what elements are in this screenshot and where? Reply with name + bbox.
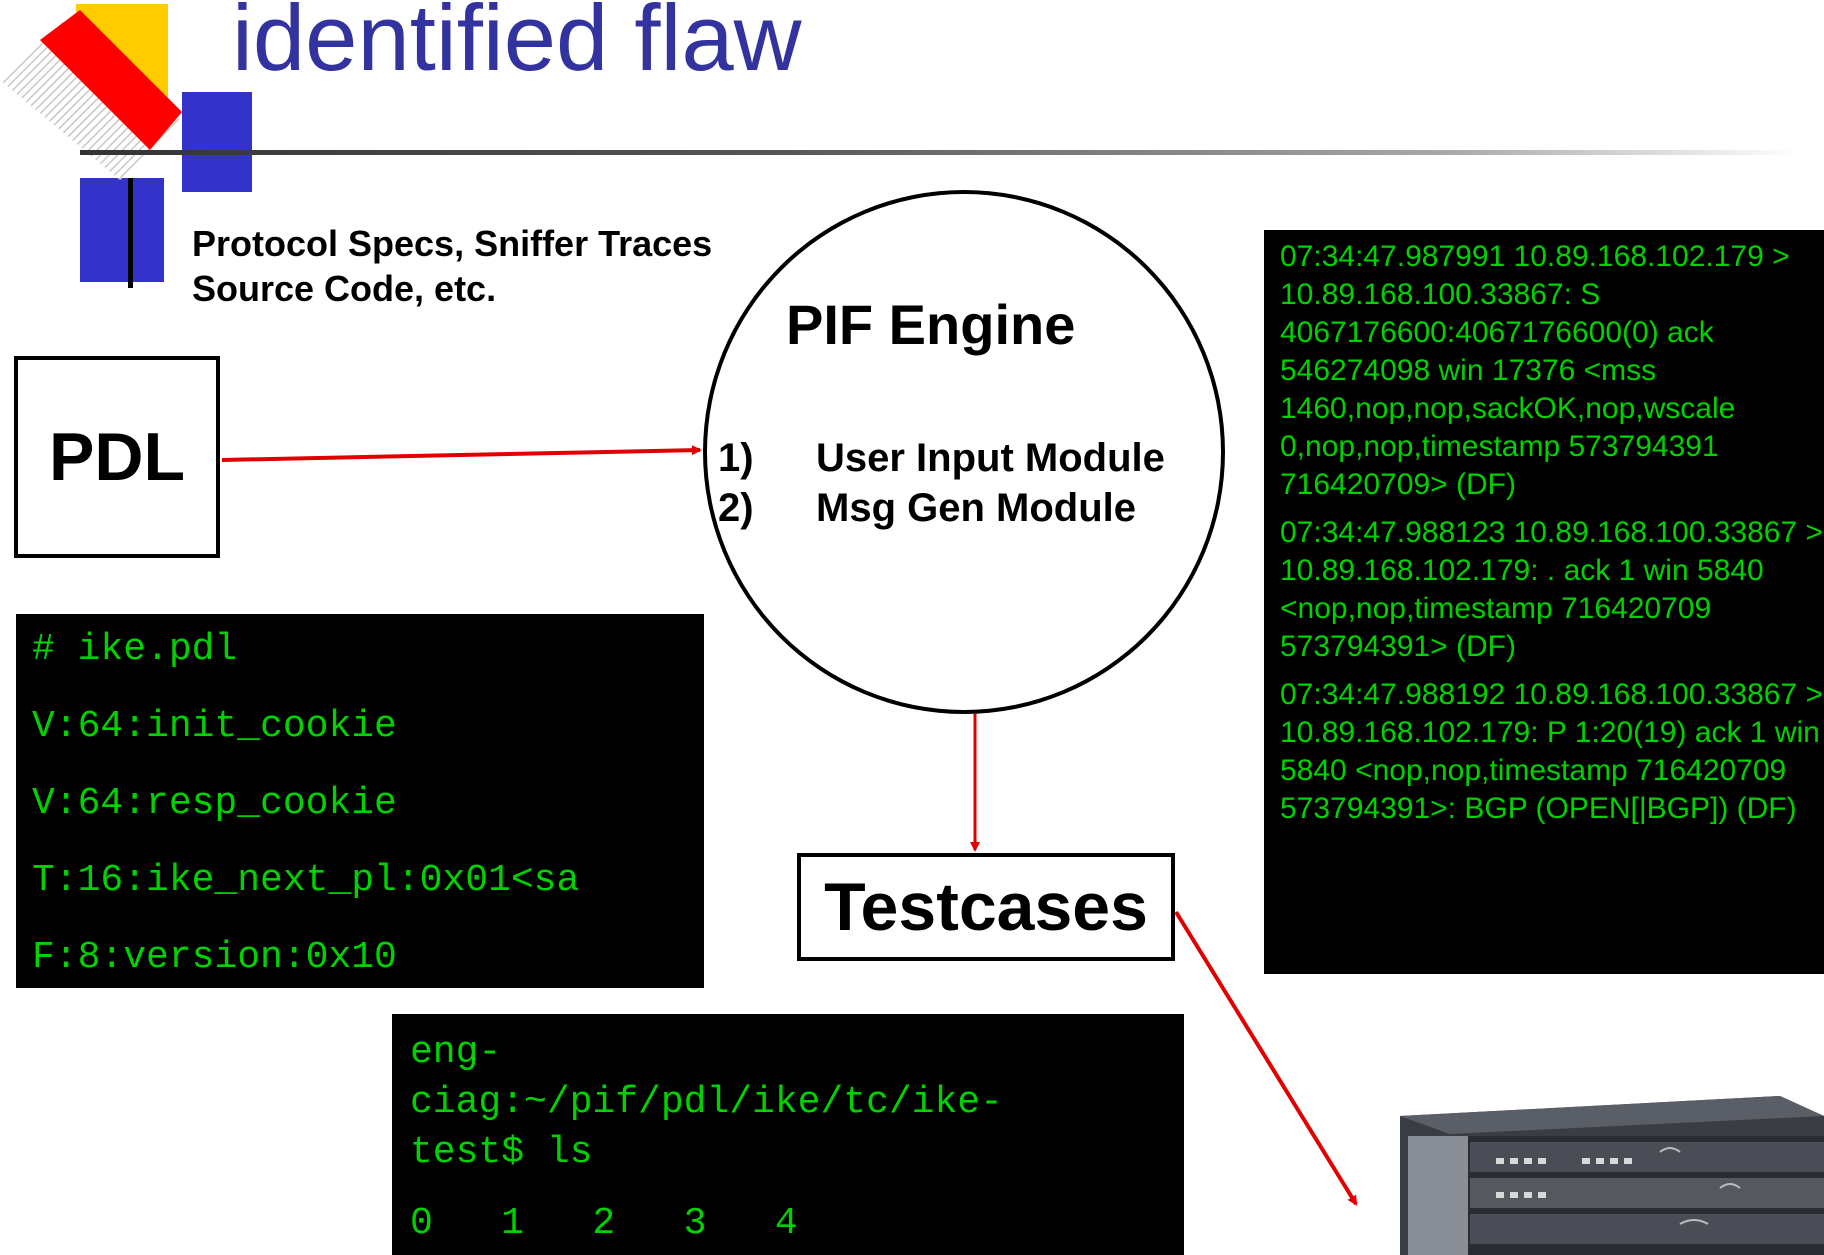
testcases-box: Testcases bbox=[797, 853, 1175, 961]
shell-prompt-line: test$ ls bbox=[410, 1131, 593, 1174]
inputs-note-line-2: Source Code, etc. bbox=[192, 268, 497, 309]
pdl-code-line: # ike.pdl bbox=[32, 628, 238, 671]
module-number-1: 1) bbox=[718, 436, 754, 480]
pdl-code-terminal: # ike.pdl V:64:init_cookie V:64:resp_coo… bbox=[16, 614, 704, 988]
shell-prompt-line: ciag:~/pif/pdl/ike/tc/ike- bbox=[410, 1081, 1003, 1124]
pdl-code-line: V:64:init_cookie bbox=[32, 705, 397, 748]
module-label-msg-gen: Msg Gen Module bbox=[816, 486, 1136, 530]
inputs-note-line-1: Protocol Specs, Sniffer Traces bbox=[192, 223, 713, 264]
arrow-pdl-to-engine bbox=[221, 445, 702, 462]
slide-template-logo-icon bbox=[0, 4, 252, 288]
module-label-user-input: User Input Module bbox=[816, 436, 1165, 480]
pif-engine-circle bbox=[703, 190, 1225, 714]
sniffer-trace-terminal: 07:34:47.987991 10.89.168.102.179 > 10.8… bbox=[1264, 230, 1824, 974]
module-number-2: 2) bbox=[718, 486, 754, 530]
shell-ls-output: 0 1 2 3 4 bbox=[410, 1202, 798, 1245]
shell-prompt-line: eng- bbox=[410, 1031, 502, 1074]
pdl-code-line: F:8:version:0x10 bbox=[32, 936, 397, 979]
network-router-icon bbox=[1400, 1096, 1824, 1255]
title-divider bbox=[80, 150, 1800, 155]
trace-entry: 07:34:47.988192 10.89.168.100.33867 > 10… bbox=[1280, 678, 1824, 825]
trace-entry: 07:34:47.988123 10.89.168.100.33867 > 10… bbox=[1280, 516, 1824, 663]
slide-title: identified flaw bbox=[232, 0, 802, 90]
pdl-code-line: T:16:ike_next_pl:0x01<sa bbox=[32, 859, 580, 902]
pdl-code-line: V:64:resp_cookie bbox=[32, 782, 397, 825]
pif-engine-title: PIF Engine bbox=[786, 293, 1076, 356]
shell-terminal: eng- ciag:~/pif/pdl/ike/tc/ike- test$ ls… bbox=[392, 1014, 1184, 1255]
pdl-box: PDL bbox=[14, 356, 220, 558]
trace-entry: 07:34:47.987991 10.89.168.102.179 > 10.8… bbox=[1280, 240, 1790, 501]
